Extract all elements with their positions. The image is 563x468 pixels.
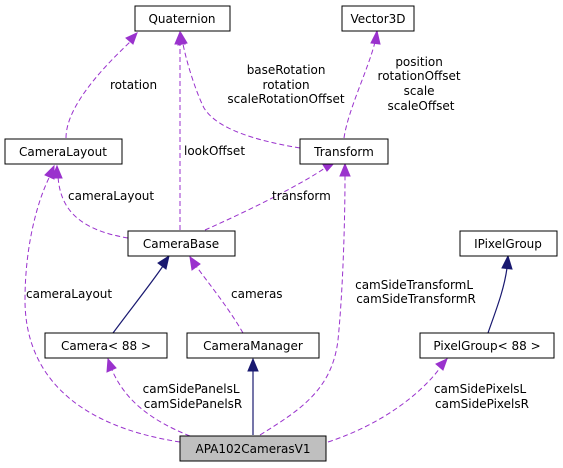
label-camera-layout-base: cameraLayout [68,189,154,203]
label-cam-side-panels: camSidePanelsL camSidePanelsR [143,382,244,411]
svg-text:IPixelGroup: IPixelGroup [474,237,542,251]
arrowhead [125,32,138,45]
label-transform-vector3d: position rotationOffset scale scaleOffse… [378,55,465,113]
node-camera-base[interactable]: CameraBase [127,230,236,257]
node-camera-manager[interactable]: CameraManager [186,332,320,359]
svg-text:CameraBase: CameraBase [143,237,219,251]
label-transform-quaternion: baseRotation rotation scaleRotationOffse… [227,63,344,106]
svg-text:Quaternion: Quaternion [148,12,215,26]
edge-apa102-camera88 [111,369,191,437]
arrowhead [157,254,170,270]
arrowhead [339,162,351,177]
label-camera-layout-apa: cameraLayout [26,287,112,301]
svg-text:Transform: Transform [313,145,374,159]
arrowhead [189,255,201,271]
node-ipixel-group[interactable]: IPixelGroup [459,230,558,257]
svg-text:PixelGroup< 88 >: PixelGroup< 88 > [433,339,540,353]
label-cameras: cameras [231,287,283,301]
node-transform[interactable]: Transform [299,138,389,165]
edge-apa102-transform [259,175,346,436]
edge-transform-vector3d [343,41,376,139]
label-cam-side-pixels: camSidePixelsL camSidePixelsR [434,382,530,411]
arrowhead [106,357,117,373]
edge-cameramanager-camerabase [195,265,244,334]
node-apa102-cameras-v1[interactable]: APA102CamerasV1 [179,435,327,462]
label-cam-side-transform: camSideTransformL camSideTransformR [355,278,477,306]
edge-cameralayout-quaternion [65,41,131,139]
edge-camerabase-cameralayout [57,175,129,239]
node-pixel-group88[interactable]: PixelGroup< 88 > [419,332,555,359]
arrowhead [370,29,381,45]
svg-text:CameraLayout: CameraLayout [19,145,107,159]
edge-camerabase-transform [204,167,326,231]
node-vector3d[interactable]: Vector3D [341,5,415,32]
arrowhead [44,164,55,180]
svg-text:CameraManager: CameraManager [203,339,303,353]
label-rotation: rotation [110,78,157,92]
node-camera-layout[interactable]: CameraLayout [4,138,123,165]
edge-apa102-pixelgroup88 [327,367,441,443]
edge-transform-quaternion [182,43,301,149]
edge-apa102-cameralayout [24,175,181,443]
label-transform-base: transform [272,189,331,203]
arrowhead [174,30,186,45]
arrowhead [435,358,448,371]
svg-text:APA102CamerasV1: APA102CamerasV1 [196,442,311,456]
label-look-offset: lookOffset [184,144,245,158]
node-camera88[interactable]: Camera< 88 > [44,332,168,359]
node-quaternion[interactable]: Quaternion [134,5,231,32]
arrowhead [247,357,259,372]
edge-inherit-camera88-camerabase [112,265,164,334]
edge-inherit-pixelgroup88-ipixelgroup [487,267,508,334]
arrowhead [501,254,513,270]
svg-text:Vector3D: Vector3D [350,12,405,26]
svg-text:Camera< 88 >: Camera< 88 > [61,339,151,353]
